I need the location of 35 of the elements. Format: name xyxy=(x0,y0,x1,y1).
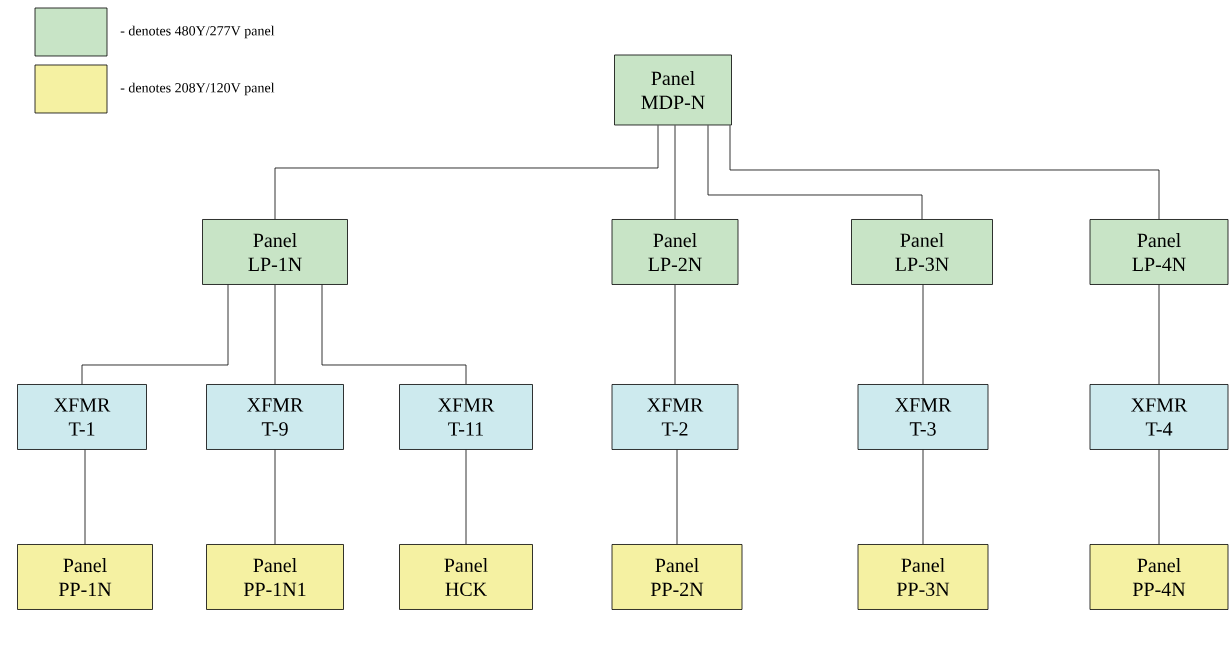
connector-line xyxy=(465,449,467,545)
transformer-box: XFMR T-11 xyxy=(399,384,533,450)
transformer-box: XFMR T-2 xyxy=(611,384,739,450)
panel-box: Panel PP-4N xyxy=(1089,544,1229,610)
panel-box: Panel PP-1N1 xyxy=(206,544,344,610)
transformer-box: XFMR T-9 xyxy=(206,384,344,450)
panel-box: Panel LP-4N xyxy=(1089,219,1229,285)
panel-box: Panel LP-2N xyxy=(611,219,739,285)
connector-line xyxy=(1158,449,1160,545)
connector-line xyxy=(729,125,1160,220)
connector-line xyxy=(274,449,276,545)
connector-line xyxy=(81,284,229,385)
panel-box: Panel PP-1N xyxy=(17,544,153,610)
legend-text: - denotes 480Y/277V panel xyxy=(120,25,275,39)
panel-box: Panel PP-3N xyxy=(857,544,989,610)
connector-line xyxy=(676,449,678,545)
connector-line xyxy=(674,284,676,385)
connector-line xyxy=(922,449,924,545)
connector-line xyxy=(922,284,924,385)
connector-line xyxy=(274,284,276,385)
panel-box: Panel LP-3N xyxy=(851,219,993,285)
transformer-box: XFMR T-4 xyxy=(1089,384,1229,450)
panel-box: Panel LP-1N xyxy=(202,219,348,285)
transformer-box: XFMR T-3 xyxy=(857,384,989,450)
panel-box: Panel HCK xyxy=(399,544,533,610)
connector-line xyxy=(84,449,86,545)
connector-line xyxy=(674,125,676,220)
connector-line xyxy=(274,125,659,220)
connector-line xyxy=(321,284,467,385)
connector-line xyxy=(707,125,923,220)
panel-box: Panel MDP-N xyxy=(614,54,732,126)
legend-text: - denotes 208Y/120V panel xyxy=(120,82,275,96)
transformer-box: XFMR T-1 xyxy=(17,384,147,450)
panel-box: Panel PP-2N xyxy=(611,544,743,610)
connector-line xyxy=(1158,284,1160,385)
